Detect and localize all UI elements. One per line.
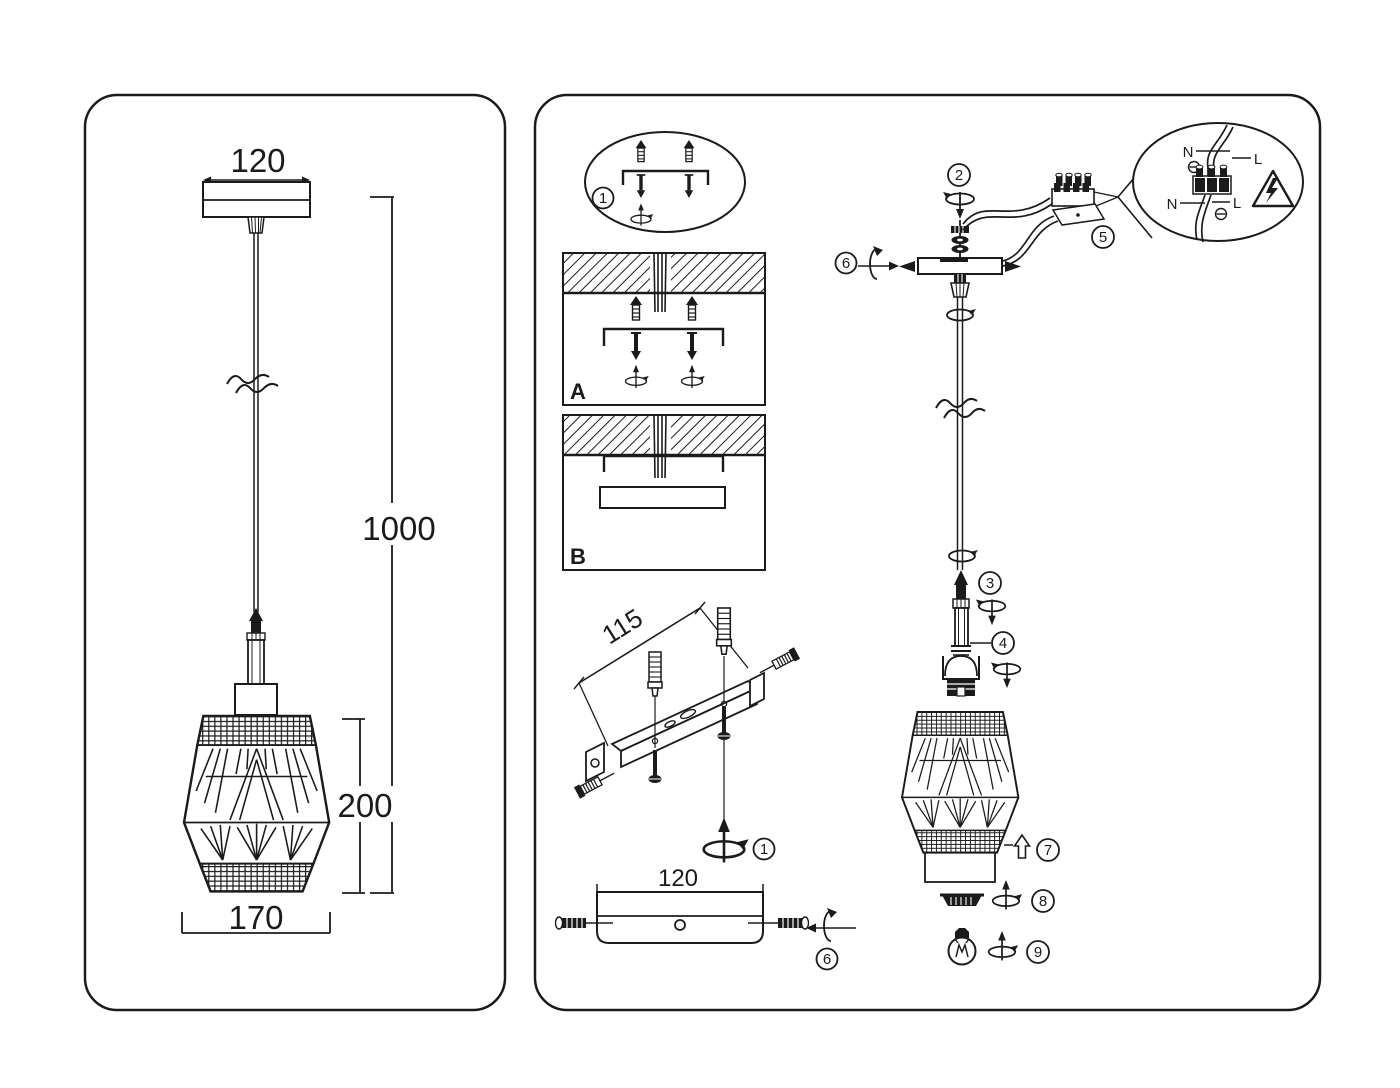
- mounted-bracket: [602, 454, 725, 472]
- cable-break-icon: [935, 397, 986, 419]
- svg-text:2: 2: [955, 167, 963, 184]
- rotate-axis-icon: [858, 245, 899, 280]
- threaded-stud-and-nuts: [951, 220, 969, 258]
- electric-shock-warning-icon: [1251, 169, 1295, 208]
- step-5-badge: 5: [1091, 225, 1115, 249]
- wiring-live-bottom-label: L: [1233, 195, 1241, 212]
- crystal-shade-right: [901, 711, 1020, 854]
- ceiling-wires: [653, 415, 667, 479]
- detail-box-b: B: [562, 414, 766, 571]
- ceiling-wires: [653, 253, 667, 313]
- step-2-badge: 2: [947, 163, 971, 187]
- cord-grip-cone: [950, 274, 970, 298]
- exploded-assembly: 2 6: [834, 163, 1060, 966]
- canopy-front-view: [202, 176, 311, 234]
- left-panel: 120 1000 200: [83, 93, 507, 1012]
- suspension-cable-right: [935, 297, 986, 570]
- canopy-mounted: [599, 486, 726, 509]
- dim-shade-height: 200: [333, 718, 397, 894]
- strain-relief-connector: [952, 570, 970, 609]
- shade-sleeve: [924, 851, 996, 883]
- dim-120-label: 120: [658, 865, 698, 892]
- svg-text:6: 6: [842, 255, 850, 272]
- svg-text:6: 6: [823, 951, 831, 968]
- dim-170-label: 170: [228, 899, 283, 936]
- terminal-block-assembly: 5: [962, 172, 1115, 267]
- wiring-callout: N L N L: [1093, 122, 1304, 243]
- terminal-block-front: [1192, 164, 1232, 195]
- step-9-badge: 9: [1026, 940, 1050, 964]
- step-8-badge: 8: [1031, 889, 1055, 913]
- wiring-neutral-bottom-label: N: [1167, 196, 1178, 213]
- svg-text:7: 7: [1044, 842, 1052, 859]
- ground-symbol-icon: [1214, 207, 1228, 221]
- cable-break-icon: [226, 373, 279, 394]
- step-7-badge: 7: [1036, 838, 1060, 862]
- canopy-plate: [899, 257, 1021, 275]
- step-4-badge: 4: [970, 631, 1015, 655]
- right-panel: 1 A B: [533, 93, 1322, 1012]
- lamp-holder-tube: [951, 607, 971, 656]
- wiring-live-top-label: L: [1254, 151, 1262, 168]
- socket-tube: [234, 639, 278, 716]
- step-6-badge: 6: [834, 251, 858, 275]
- rotate-axis-icon: [806, 907, 856, 942]
- suspension-cable: [226, 233, 279, 612]
- step-3-badge: 3: [978, 571, 1002, 595]
- dim-200-label: 200: [337, 787, 392, 824]
- step-6-badge: 6: [815, 947, 839, 971]
- detail-box-a: A: [562, 252, 766, 406]
- svg-text:1: 1: [760, 841, 768, 858]
- svg-text:4: 4: [999, 635, 1007, 652]
- crystal-shade-left: [182, 714, 331, 893]
- lamp-socket: [942, 655, 980, 697]
- bracket-end-flange: [749, 671, 765, 708]
- dim-1000-label: 1000: [362, 510, 435, 547]
- step-7-arrow: [1004, 834, 1031, 859]
- svg-text:1: 1: [599, 190, 607, 207]
- wiring-neutral-top-label: N: [1183, 144, 1194, 161]
- svg-text:3: 3: [986, 575, 994, 592]
- dim-shade-diameter: 170: [181, 899, 331, 936]
- svg-text:8: 8: [1039, 893, 1047, 910]
- step1-oval-anchors: 1: [584, 131, 746, 233]
- dim-canopy-width-label: 120: [230, 142, 285, 179]
- detail-a-label: A: [570, 379, 586, 404]
- step-1-badge: 1: [591, 186, 615, 210]
- canopy-side-view: 120 6: [554, 865, 856, 971]
- bracket-end-flange: [585, 741, 605, 783]
- step-1-badge: 1: [752, 837, 776, 861]
- detail-b-label: B: [570, 544, 586, 569]
- svg-text:9: 9: [1034, 944, 1042, 961]
- side-screw-right: [748, 916, 810, 930]
- socket-cover: [234, 683, 278, 716]
- dim-suspension-length: 1000: [358, 196, 440, 894]
- svg-text:5: 5: [1099, 229, 1107, 246]
- cord-grip-hatch: [247, 216, 265, 234]
- mounting-plate: [1051, 203, 1106, 226]
- slide-arrow-left-icon: [899, 261, 915, 272]
- locking-ring: [940, 893, 984, 906]
- side-screw-left: [554, 916, 613, 930]
- terminal-block: [1051, 172, 1095, 207]
